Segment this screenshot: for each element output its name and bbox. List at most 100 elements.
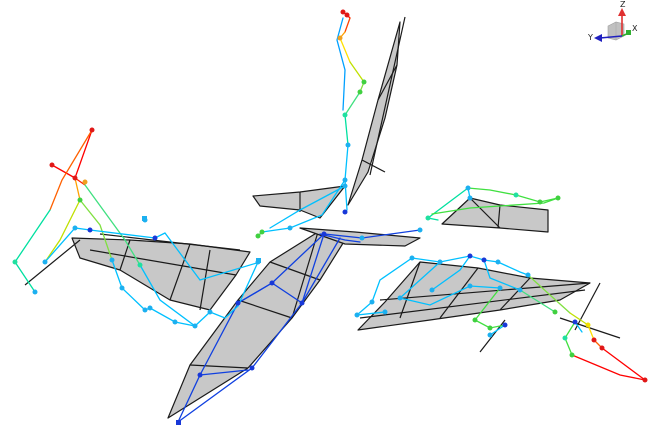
- fuselage-edge: [189, 364, 249, 369]
- green-nodes: [77, 79, 575, 358]
- right-stabilizer-edge: [497, 204, 501, 229]
- right-wing-edge: [359, 289, 586, 319]
- yellow-nodes: [585, 322, 591, 328]
- mode-shape-nodes: [12, 9, 648, 425]
- node-marker: [537, 199, 543, 205]
- node-marker: [591, 337, 597, 343]
- node-marker: [342, 177, 348, 183]
- node-marker: [345, 142, 351, 148]
- node-marker: [382, 309, 388, 315]
- node-marker: [342, 112, 348, 118]
- right-wing-edge: [559, 317, 621, 339]
- node-marker: [417, 227, 423, 233]
- node-marker: [502, 322, 508, 328]
- node-marker: [172, 319, 178, 325]
- node-marker: [89, 127, 95, 133]
- node-marker: [12, 259, 18, 265]
- node-marker: [82, 179, 88, 185]
- vertical-tail-edge: [361, 159, 386, 173]
- node-marker: [249, 365, 255, 371]
- left-wing-deformed: [14, 129, 261, 327]
- node-marker: [235, 300, 241, 306]
- right-stabilizer-panel: [441, 197, 549, 233]
- right-wing-edge: [399, 261, 421, 319]
- cyan-nodes: [32, 142, 531, 338]
- undeformed-mesh: [24, 16, 621, 419]
- z-axis-arrow: [618, 8, 626, 16]
- node-marker: [572, 319, 578, 325]
- node-marker: [467, 253, 473, 259]
- node-marker: [342, 209, 348, 215]
- node-marker: [555, 195, 561, 201]
- node-marker: [429, 287, 435, 293]
- node-marker: [585, 322, 591, 328]
- vertical-tail-edge: [377, 64, 398, 101]
- node-marker: [119, 285, 125, 291]
- node-marker: [467, 195, 473, 201]
- node-marker: [487, 325, 493, 331]
- right-stabilizer-edge: [469, 197, 501, 229]
- z-axis-label: Z: [620, 0, 626, 9]
- node-marker: [207, 309, 213, 315]
- node-marker: [361, 79, 367, 85]
- x-axis-label: X: [632, 24, 638, 33]
- node-marker: [569, 352, 575, 358]
- node-marker: [109, 257, 115, 263]
- node-marker: [197, 372, 203, 378]
- node-marker: [467, 283, 473, 289]
- vertical-tail-panel: [347, 21, 401, 206]
- node-marker: [497, 285, 503, 291]
- node-marker: [437, 259, 443, 265]
- left-wing-panel: [71, 237, 251, 311]
- vertical-tail-deformed: [257, 11, 365, 237]
- right-wing-edge: [574, 282, 601, 331]
- node-marker: [142, 307, 148, 313]
- node-marker: [472, 317, 478, 323]
- right-wing-edge: [379, 282, 591, 301]
- teal-nodes: [12, 112, 568, 341]
- node-marker: [425, 215, 431, 221]
- left-wing-edge: [199, 249, 211, 311]
- node-marker: [269, 280, 275, 286]
- node-marker: [342, 183, 348, 189]
- node-marker: [72, 175, 78, 181]
- node-marker: [359, 235, 365, 241]
- node-marker: [42, 259, 48, 265]
- right-wing-edge: [439, 267, 479, 319]
- right-wing-edge: [499, 277, 531, 311]
- node-marker: [147, 305, 153, 311]
- node-marker: [344, 12, 350, 18]
- node-marker: [642, 377, 648, 383]
- node-marker: [465, 185, 471, 191]
- node-marker: [397, 295, 403, 301]
- x-axis-arrow: [626, 30, 631, 35]
- y-axis-label: Y: [587, 33, 593, 42]
- node-marker: [255, 233, 261, 239]
- fuselage-deformed: [177, 229, 421, 423]
- node-marker: [152, 235, 158, 241]
- node-marker: [142, 216, 147, 221]
- orientation-triad[interactable]: Z X Y: [587, 0, 638, 42]
- fuselage-edge: [291, 231, 319, 319]
- vertical-tail-edge: [369, 16, 406, 176]
- fuselage-edge: [237, 299, 293, 319]
- left-wing-edge: [89, 249, 237, 276]
- node-marker: [337, 35, 343, 41]
- node-marker: [525, 272, 531, 278]
- node-marker: [369, 299, 375, 305]
- y-axis: [599, 35, 623, 39]
- node-marker: [49, 162, 55, 168]
- node-marker: [321, 231, 327, 237]
- node-marker: [287, 225, 293, 231]
- node-marker: [495, 259, 501, 265]
- node-marker: [409, 255, 415, 261]
- node-marker: [357, 89, 363, 95]
- node-marker: [259, 229, 265, 235]
- node-marker: [481, 257, 487, 263]
- node-marker: [87, 227, 93, 233]
- fuselage-edge: [269, 261, 321, 281]
- node-marker: [487, 332, 493, 338]
- node-marker: [354, 312, 360, 318]
